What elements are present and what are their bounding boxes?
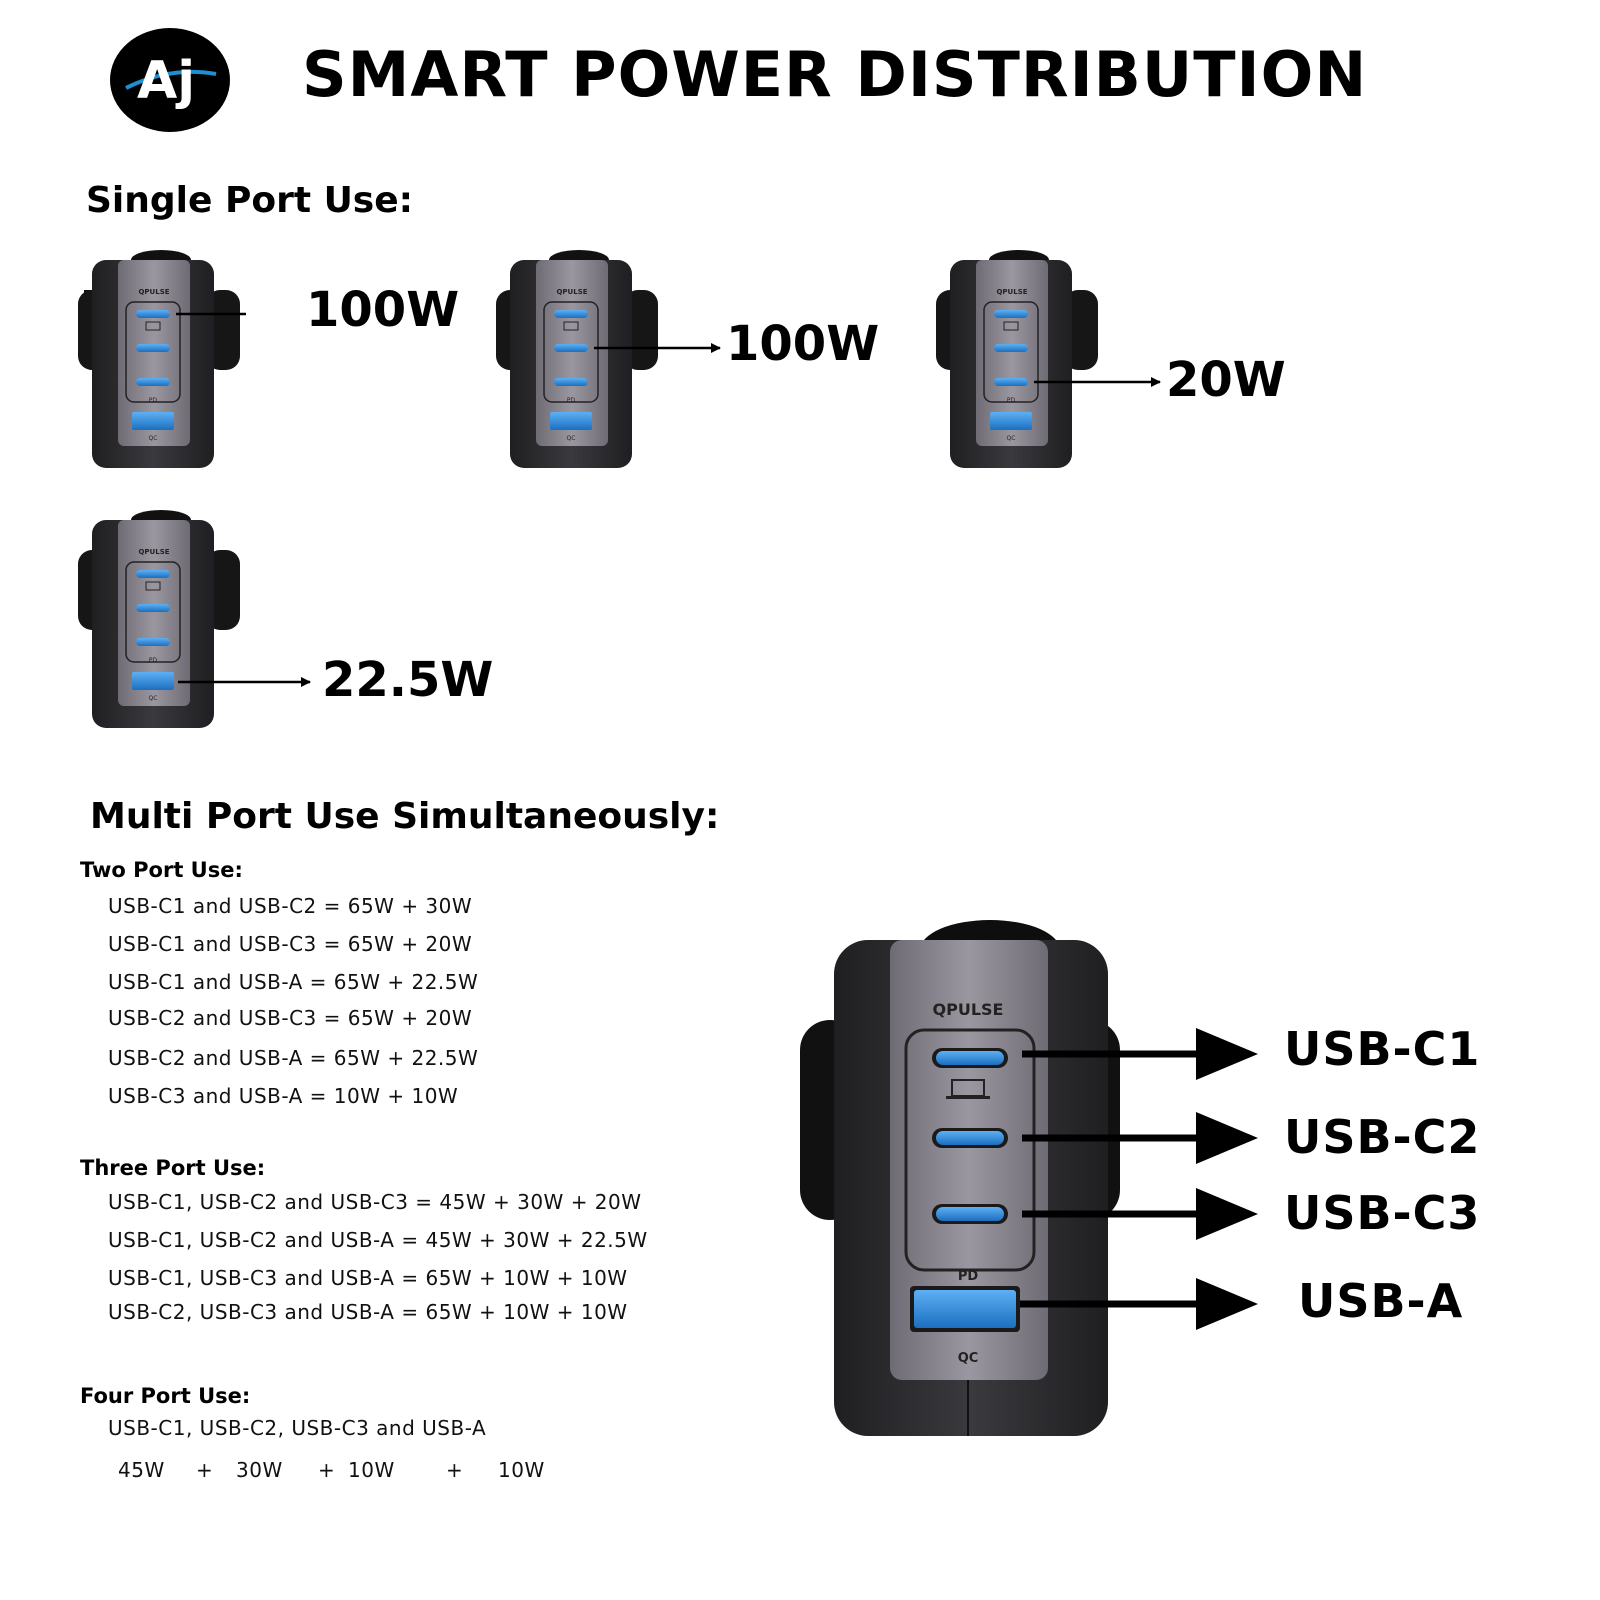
svg-text:PD: PD: [149, 397, 158, 404]
combo-line: USB-C3 and USB-A = 10W + 10W: [108, 1084, 459, 1108]
single-port-watt: 100W: [726, 316, 880, 372]
combo-line: USB-C1, USB-C3 and USB-A = 65W + 10W + 1…: [108, 1266, 628, 1290]
four-port-value: 10W: [348, 1458, 395, 1482]
plus-sign: +: [196, 1458, 214, 1482]
charger-thumbnail: QPULSE PD QC: [496, 250, 721, 468]
svg-text:QPULSE: QPULSE: [933, 1000, 1004, 1019]
combo-line: USB-C1 and USB-A = 65W + 22.5W: [108, 970, 479, 994]
svg-text:PD: PD: [149, 657, 158, 664]
single-port-watt: 22.5W: [322, 652, 494, 708]
port-label-usb-c3: USB-C3: [1284, 1186, 1481, 1240]
three-port-heading: Three Port Use:: [80, 1156, 266, 1180]
plus-sign: +: [318, 1458, 336, 1482]
multi-port-title: Multi Port Use Simultaneously:: [90, 796, 720, 837]
combo-line: USB-C2 and USB-A = 65W + 22.5W: [108, 1046, 479, 1070]
combo-line: USB-C2, USB-C3 and USB-A = 65W + 10W + 1…: [108, 1300, 628, 1324]
svg-text:QC: QC: [149, 695, 158, 702]
combo-line: USB-C1 and USB-C3 = 65W + 20W: [108, 932, 473, 956]
four-port-heading: Four Port Use:: [80, 1384, 251, 1408]
combo-line: USB-C2 and USB-C3 = 65W + 20W: [108, 1006, 473, 1030]
port-label-usb-c2: USB-C2: [1284, 1110, 1481, 1164]
combo-line: USB-C1, USB-C2 and USB-A = 45W + 30W + 2…: [108, 1228, 648, 1252]
page-title: SMART POWER DISTRIBUTION: [302, 38, 1368, 111]
svg-text:PD: PD: [958, 1269, 979, 1284]
svg-text:QC: QC: [958, 1351, 979, 1366]
combo-line: USB-C1, USB-C2 and USB-C3 = 45W + 30W + …: [108, 1190, 642, 1214]
combo-line: USB-C1, USB-C2, USB-C3 and USB-A: [108, 1416, 487, 1440]
port-label-usb-a: USB-A: [1298, 1274, 1464, 1328]
charger-thumbnail: QPULSE PD QC: [78, 510, 311, 728]
single-port-watt: 100W: [306, 282, 460, 338]
svg-text:QPULSE: QPULSE: [556, 288, 587, 296]
charger-thumbnail: QPULSE PD QC: [78, 250, 246, 468]
svg-text:PD: PD: [1007, 397, 1016, 404]
two-port-heading: Two Port Use:: [80, 858, 243, 882]
plus-sign: +: [446, 1458, 464, 1482]
svg-text:QC: QC: [1007, 435, 1016, 442]
svg-text:QC: QC: [149, 435, 158, 442]
svg-text:QPULSE: QPULSE: [138, 548, 169, 556]
charger-large: QPULSE PD QC: [800, 920, 1258, 1436]
svg-text:PD: PD: [567, 397, 576, 404]
single-port-watt: 20W: [1166, 352, 1286, 408]
brand-logo: Aj: [110, 28, 230, 132]
svg-text:QC: QC: [567, 435, 576, 442]
four-port-value: 10W: [498, 1458, 545, 1482]
svg-text:QPULSE: QPULSE: [996, 288, 1027, 296]
logo-text: Aj: [137, 51, 195, 111]
single-port-title: Single Port Use:: [86, 180, 414, 221]
charger-thumbnail: QPULSE PD QC: [936, 250, 1161, 468]
four-port-value: 30W: [236, 1458, 283, 1482]
port-label-usb-c1: USB-C1: [1284, 1022, 1481, 1076]
svg-text:QPULSE: QPULSE: [138, 288, 169, 296]
four-port-value: 45W: [118, 1458, 165, 1482]
combo-line: USB-C1 and USB-C2 = 65W + 30W: [108, 894, 473, 918]
